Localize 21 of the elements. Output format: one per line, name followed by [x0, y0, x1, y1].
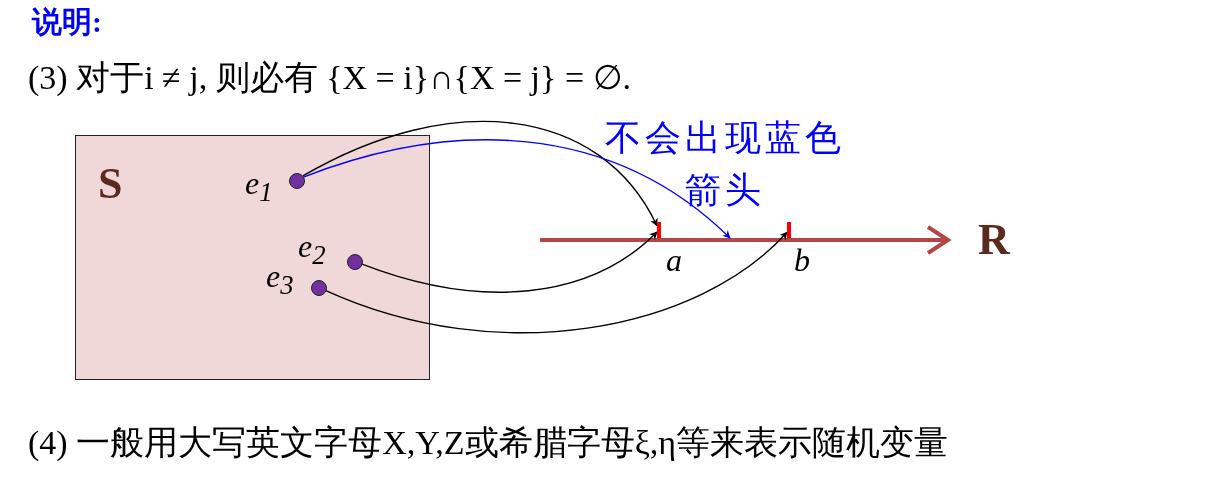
point-label: e$_{1}$	[245, 165, 273, 209]
mapping-arrow	[360, 231, 658, 293]
note-text: 不会出现蓝色箭头	[604, 116, 846, 212]
statement-text: (3) 对于i ≠ j, 则必有 {X = i}∩{X = j} = ∅.	[28, 58, 632, 98]
point-label: a	[666, 242, 682, 279]
point-dot	[289, 173, 305, 189]
heading: 说明:	[32, 4, 102, 40]
point-label: e$_{3}$	[266, 258, 294, 302]
point-dot	[311, 280, 327, 296]
sample-space-box	[75, 135, 430, 380]
set-label: S	[98, 158, 123, 209]
point-label: b	[794, 242, 810, 279]
axis-label: R	[978, 214, 1010, 265]
statement-text: (4) 一般用大写英文字母X,Y,Z或希腊字母ξ,η等来表示随机变量	[28, 423, 949, 463]
point-dot	[347, 254, 363, 270]
tick-mark	[787, 222, 791, 238]
mapping-arrow	[302, 139, 731, 239]
tick-mark	[657, 222, 661, 238]
mapping-arrow	[324, 231, 788, 334]
point-label: e$_{2}$	[298, 228, 326, 272]
mapping-arrow	[302, 120, 658, 227]
